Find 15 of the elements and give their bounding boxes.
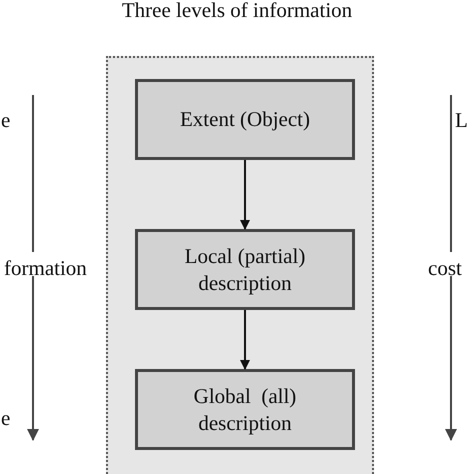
process-box bbox=[135, 79, 355, 160]
arrow bbox=[240, 160, 250, 230]
side-label: L bbox=[455, 110, 468, 131]
node-text: Global (all) description bbox=[192, 383, 298, 436]
side-label: e bbox=[1, 110, 10, 131]
node-text: Extent (Object) bbox=[180, 106, 310, 133]
process-box bbox=[135, 229, 355, 310]
side-label: e bbox=[1, 408, 10, 429]
group-box bbox=[106, 56, 374, 474]
side-label: cost bbox=[428, 258, 462, 279]
arrow bbox=[240, 310, 250, 370]
side-label: formation bbox=[4, 258, 87, 279]
process-box bbox=[135, 369, 355, 450]
diagram-title: Three levels of information bbox=[120, 0, 354, 23]
node-text: Local (partial) description bbox=[184, 243, 306, 296]
